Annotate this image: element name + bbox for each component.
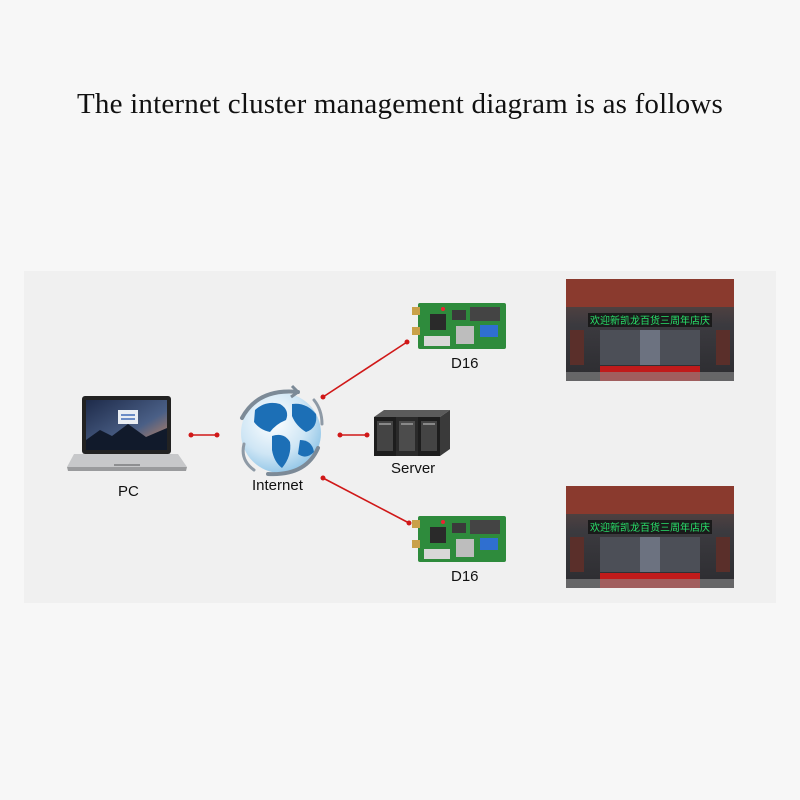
server-icon	[374, 410, 450, 456]
led-display-photo	[566, 279, 734, 381]
server-label: Server	[391, 460, 435, 477]
connector-pc-internet	[189, 433, 220, 438]
led-screen-text: 欢迎新凯龙百货三周年店庆	[590, 314, 710, 327]
internet-label: Internet	[252, 477, 303, 494]
controller-bottom-label: D16	[451, 568, 479, 585]
connector-internet-server	[338, 433, 370, 438]
connector-internet-controller-bottom	[321, 476, 412, 526]
controller-card-icon	[412, 303, 506, 349]
led-screen-text: 欢迎新凯龙百货三周年店庆	[590, 521, 710, 534]
globe-icon	[241, 386, 322, 474]
pc-label: PC	[118, 483, 139, 500]
controller-card-icon	[412, 516, 506, 562]
controller-top-label: D16	[451, 355, 479, 372]
laptop-icon	[67, 396, 187, 471]
connector-internet-controller-top	[321, 340, 410, 400]
led-display-photo	[566, 486, 734, 588]
